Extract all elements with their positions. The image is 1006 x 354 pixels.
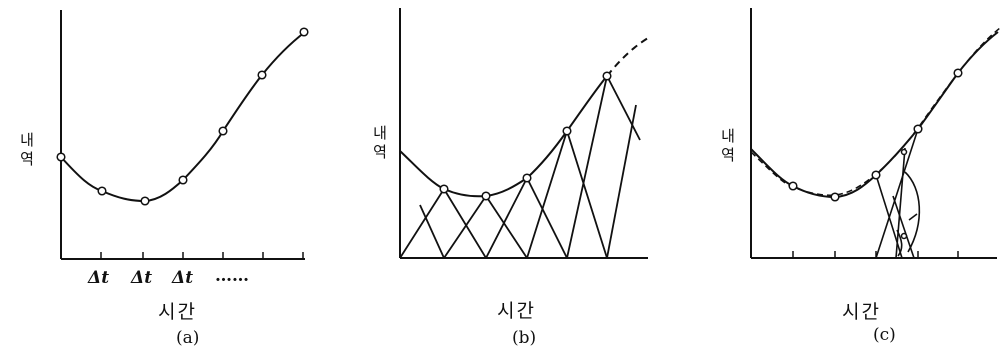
panel-a-tick-label: Δt — [88, 268, 110, 288]
panel-b-curve — [399, 75, 608, 198]
sample-point — [522, 173, 532, 183]
panel-c — [750, 8, 1001, 259]
kernel-partial — [606, 104, 637, 259]
panel-b-triangular-kernels — [399, 73, 641, 259]
panel-c-ylabel: 내 역 — [715, 127, 741, 165]
sample-point — [562, 126, 572, 136]
panel-a-sample-points — [56, 27, 309, 206]
sample-point — [481, 191, 491, 201]
panel-a-x-ticks — [100, 252, 304, 259]
kernel-partial — [419, 204, 445, 259]
sample-point — [871, 170, 881, 180]
panel-a-ylabel: 내 역 — [14, 131, 40, 169]
panel-b-curve-dashed — [606, 37, 649, 77]
panel-c-xlabel: 시간 — [842, 301, 881, 323]
sample-point — [830, 192, 840, 202]
panel-a-caption: (a) — [176, 328, 200, 348]
sample-point — [97, 186, 107, 196]
panel-c-ylabel-line2: 역 — [721, 146, 735, 164]
sample-point — [900, 148, 908, 156]
panel-b-sample-points — [439, 71, 612, 201]
panel-c-caption: (c) — [873, 325, 896, 345]
panel-a-xlabel: 시간 — [158, 301, 197, 323]
panel-c-ylabel-line1: 내 — [721, 127, 735, 145]
panel-b-caption: (b) — [512, 328, 537, 348]
panel-b-ylabel: 내 역 — [367, 124, 393, 162]
panel-b-ylabel-line1: 내 — [373, 124, 387, 142]
panel-c-curve-dashed — [750, 27, 1001, 196]
panel-a-ylabel-line1: 내 — [20, 131, 34, 149]
sample-point — [218, 126, 228, 136]
sample-point — [299, 27, 309, 37]
sample-point — [178, 175, 188, 185]
kernel-edge — [895, 147, 906, 259]
sample-point — [602, 71, 612, 81]
panel-b-ylabel-line2: 역 — [373, 143, 387, 161]
panel-b — [399, 8, 649, 259]
sample-point — [439, 184, 449, 194]
panel-c-sample-points — [788, 68, 963, 240]
sample-point — [56, 152, 66, 162]
sample-point — [900, 232, 908, 240]
panel-c-triangular-kernels — [875, 128, 921, 259]
kernel-arc — [896, 229, 903, 257]
kernel-triangle — [485, 176, 568, 259]
kernel-arc — [904, 171, 921, 253]
kernel-triangle — [526, 128, 608, 259]
kernel-edge — [875, 128, 919, 259]
sample-point — [140, 196, 150, 206]
panel-a-ylabel-line2: 역 — [20, 150, 34, 168]
kernel-mark — [908, 213, 918, 221]
sample-point — [257, 70, 267, 80]
panel-c-x-ticks — [792, 251, 959, 258]
panel-b-xlabel: 시간 — [497, 300, 536, 322]
kernel-triangle — [443, 194, 528, 259]
panel-a-tick-label: Δt — [172, 268, 194, 288]
panel-a — [56, 10, 309, 260]
panel-a-tick-label: …… — [215, 266, 249, 286]
panel-a-tick-label: Δt — [131, 268, 153, 288]
kernel-triangle — [399, 187, 487, 259]
sample-point — [788, 181, 798, 191]
sample-point — [953, 68, 963, 78]
sample-point — [913, 124, 923, 134]
